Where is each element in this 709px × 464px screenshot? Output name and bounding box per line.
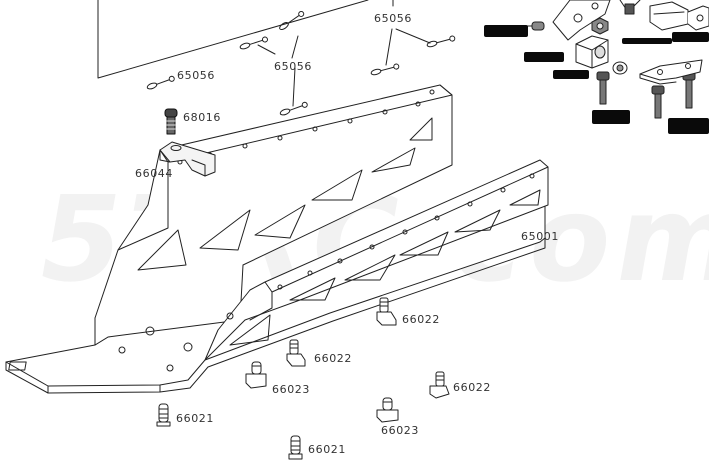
part-label-66023: 66023 xyxy=(381,424,419,437)
post-66022-c xyxy=(429,371,450,399)
redaction-mark xyxy=(668,118,709,134)
part-label-65056: 65056 xyxy=(177,69,215,82)
part-label-65001: 65001 xyxy=(521,230,559,243)
part-label-66021: 66021 xyxy=(176,412,214,425)
rail-holes-right xyxy=(277,173,535,290)
pin-65056-group xyxy=(146,0,456,116)
part-label-65056: 65056 xyxy=(274,60,312,73)
part-label-66022: 66022 xyxy=(314,352,352,365)
screw-68016 xyxy=(164,108,178,135)
mount-66044 xyxy=(159,141,216,177)
post-66022-a xyxy=(376,297,397,326)
chassis-plate xyxy=(5,84,549,394)
redaction-mark xyxy=(592,110,630,124)
plate-holes xyxy=(118,312,234,372)
rail-cutouts-right xyxy=(229,189,541,346)
part-label-66022: 66022 xyxy=(453,381,491,394)
redaction-mark xyxy=(484,25,528,37)
redaction-mark xyxy=(524,52,564,62)
redaction-mark xyxy=(622,38,672,44)
part-label-65056: 65056 xyxy=(374,12,412,25)
post-66021-a xyxy=(156,403,171,427)
part-label-66044: 66044 xyxy=(135,167,173,180)
redaction-mark xyxy=(553,70,589,79)
part-label-66022: 66022 xyxy=(402,313,440,326)
part-label-66023: 66023 xyxy=(272,383,310,396)
post-66023-a xyxy=(245,361,267,389)
post-66023-b xyxy=(376,397,399,423)
rail-cutouts-left xyxy=(137,117,433,271)
part-label-66021: 66021 xyxy=(308,443,346,456)
panel-outline xyxy=(97,0,369,79)
post-66021-b xyxy=(288,435,303,460)
redaction-mark xyxy=(672,32,709,42)
post-66022-b xyxy=(286,339,306,367)
part-label-68016: 68016 xyxy=(183,111,221,124)
steering-cluster xyxy=(521,0,709,119)
